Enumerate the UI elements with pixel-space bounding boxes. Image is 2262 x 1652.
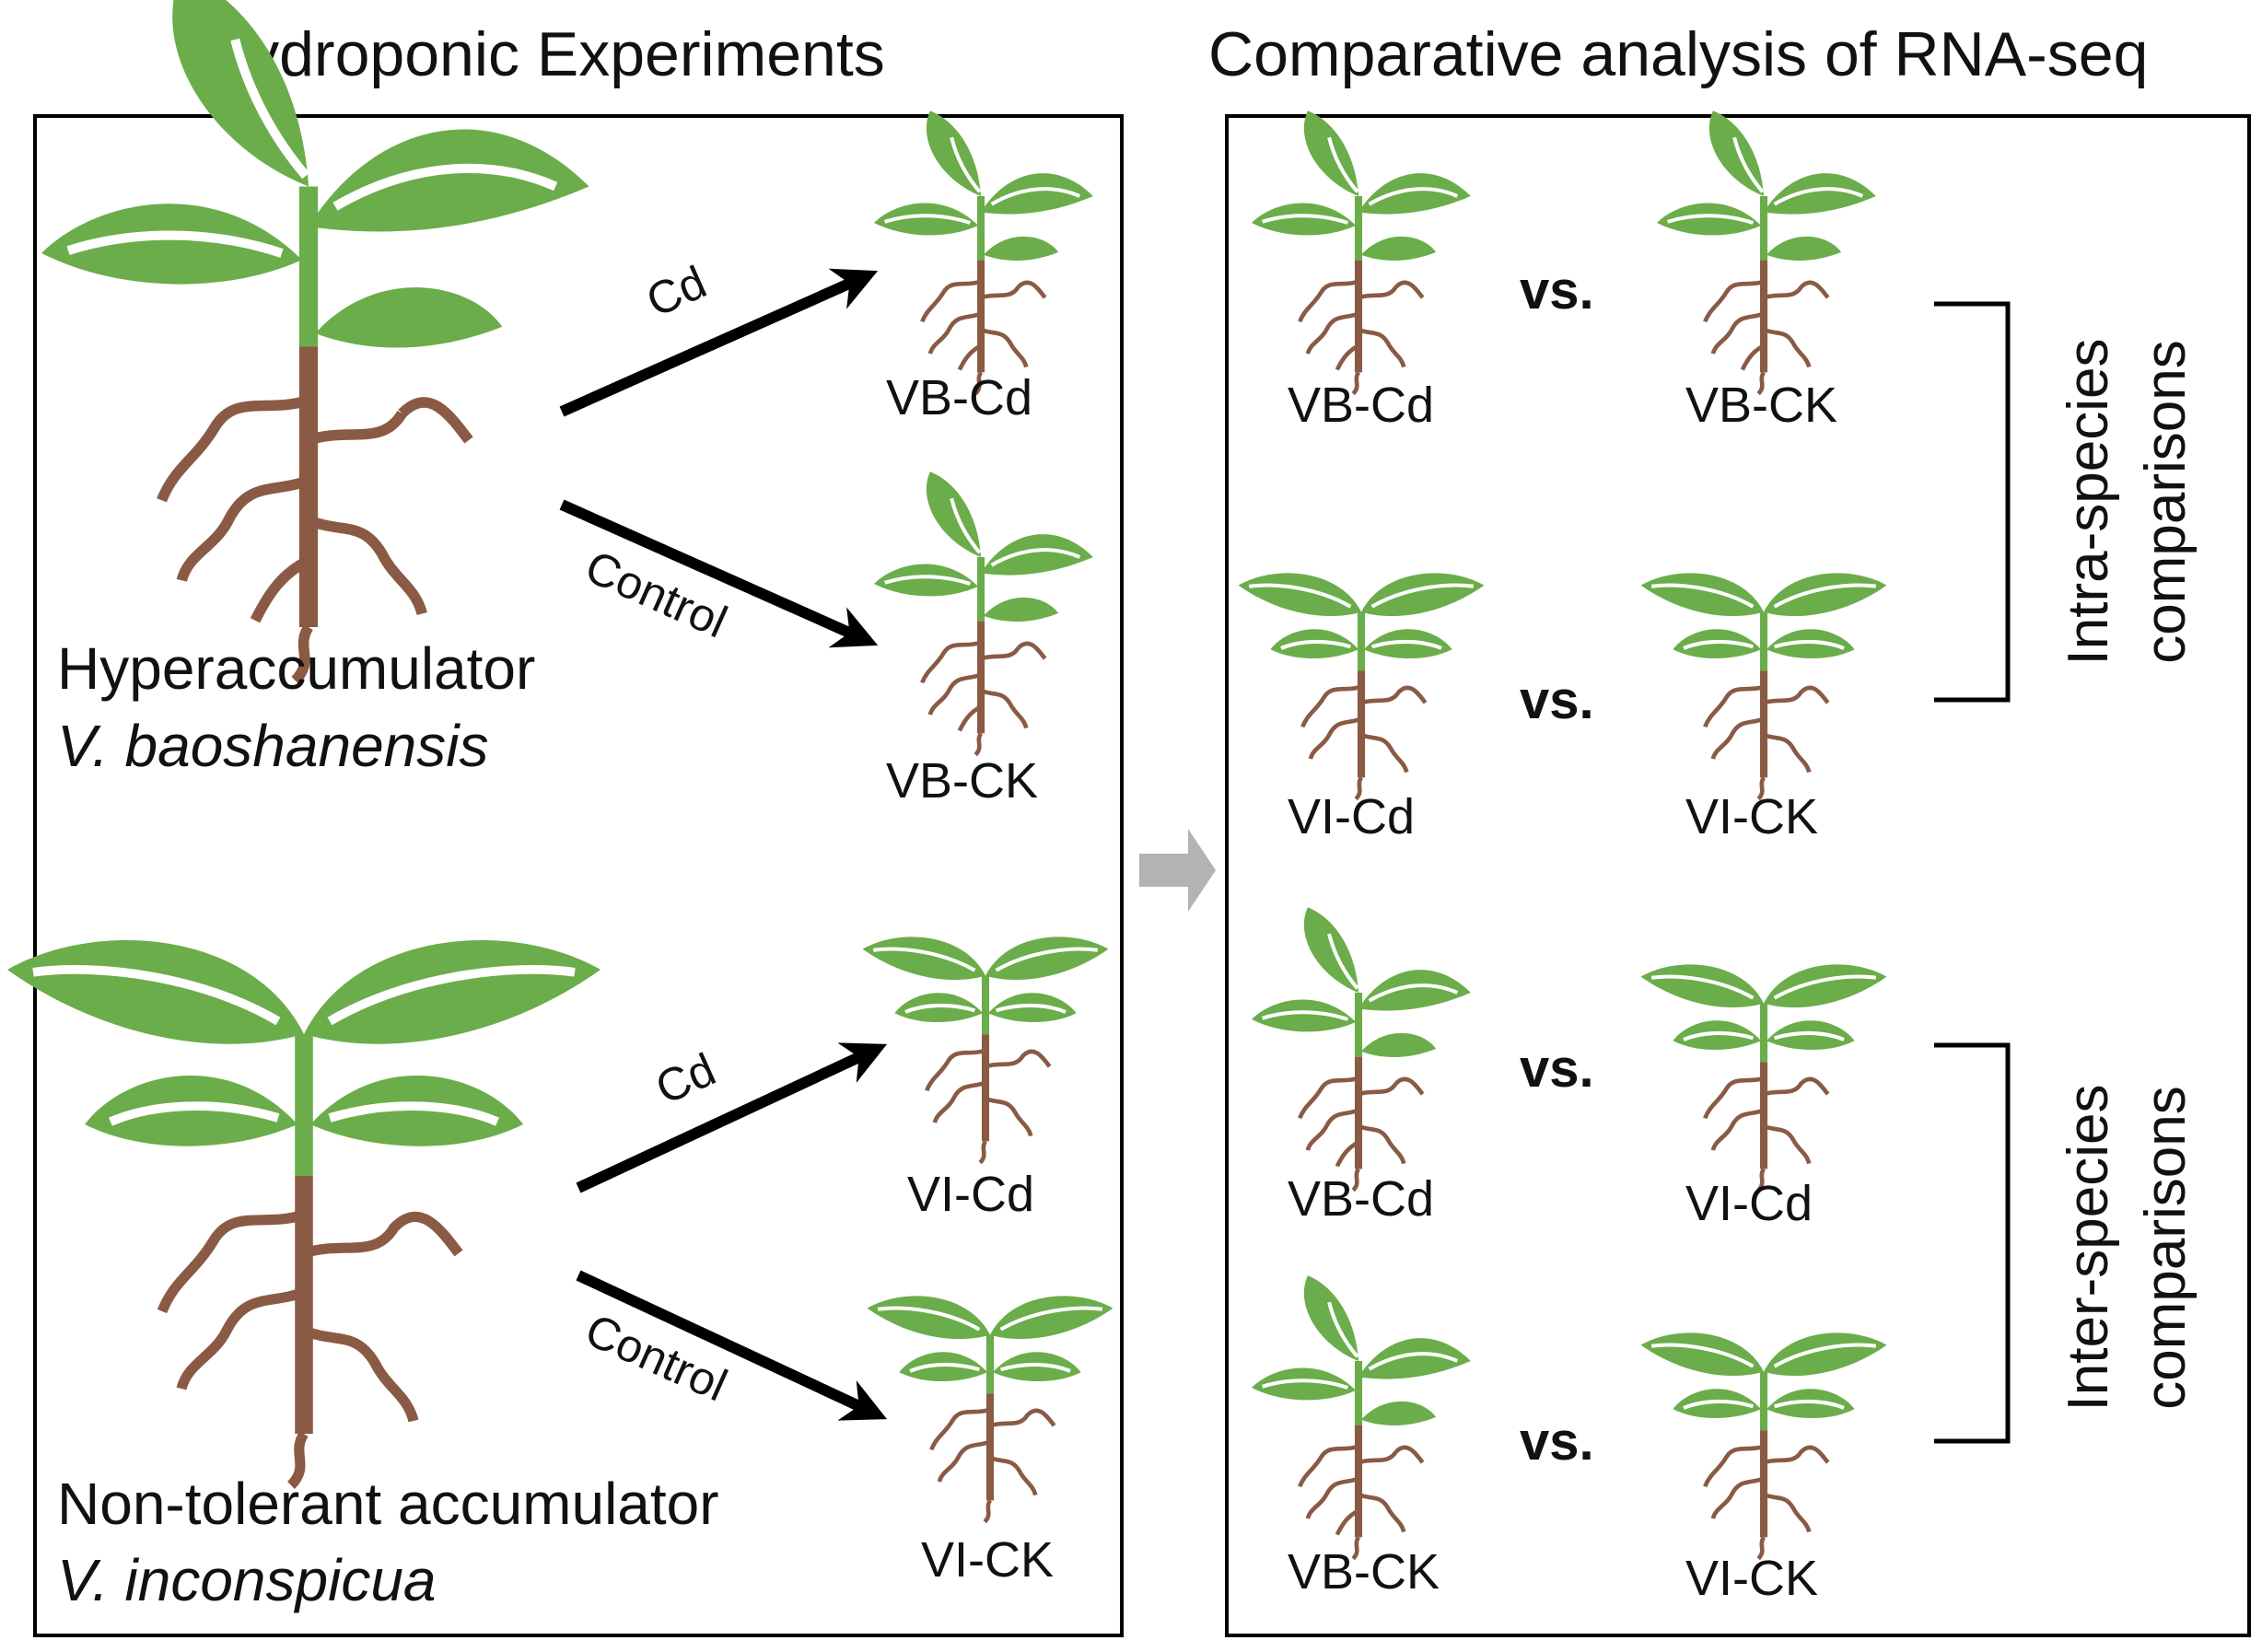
sample-vb-cd: VB-Cd	[886, 370, 1032, 425]
cmp4-left-plant	[1252, 1275, 1471, 1558]
cmp3-right-label: VI-Cd	[1685, 1176, 1813, 1231]
group-inter-line1: Inter-species	[2057, 1085, 2120, 1412]
arrow-control-2	[576, 1270, 888, 1421]
arrow-label-cd-2: Cd	[648, 1043, 723, 1114]
cmp3-left-plant	[1252, 907, 1471, 1190]
sample-vi-cd: VI-Cd	[907, 1167, 1034, 1222]
sample-vi-ck: VI-CK	[921, 1532, 1054, 1588]
sample-vb-ck: VB-CK	[886, 753, 1038, 809]
cmp2-left-plant	[1239, 573, 1485, 798]
cmp4-left-label: VB-CK	[1288, 1544, 1440, 1600]
cmp3-vs: vs.	[1520, 1039, 1594, 1099]
cmp2-left-label: VI-Cd	[1288, 789, 1415, 844]
cmp3-left-label: VB-Cd	[1288, 1171, 1434, 1227]
cmp4-vs: vs.	[1520, 1412, 1594, 1472]
cmp4-right-plant	[1641, 1332, 1887, 1558]
bracket-inter	[1934, 1042, 2011, 1444]
cmp1-right-plant	[1657, 111, 1876, 393]
arrow-cd-2	[576, 1042, 888, 1193]
cmp1-left-plant	[1252, 111, 1471, 393]
group-intra-line1: Intra-species	[2057, 339, 2120, 666]
species-name-1: V. baoshanensis	[57, 713, 488, 779]
left-panel-border	[33, 114, 1124, 1637]
plant-vi-ck-small	[868, 1296, 1114, 1521]
arrow-label-cd-1: Cd	[639, 256, 714, 327]
arrow-control-1	[559, 499, 879, 648]
cmp3-right-plant	[1641, 964, 1887, 1190]
right-panel-title: Comparative analysis of RNA-seq	[1208, 19, 2148, 89]
cmp1-right-label: VB-CK	[1685, 378, 1837, 433]
species-type-2: Non-tolerant accumulator	[57, 1471, 719, 1537]
right-panel-border	[1225, 114, 2251, 1637]
cmp1-vs: vs.	[1520, 261, 1594, 320]
arrow-cd-1	[559, 268, 879, 417]
plant-vb-ck-small	[874, 471, 1093, 754]
arrow-label-control-1: Control	[578, 541, 735, 648]
cmp2-right-label: VI-CK	[1685, 789, 1818, 844]
species-type-1: Hyperaccumulator	[57, 635, 535, 702]
cmp2-vs: vs.	[1520, 670, 1594, 730]
cmp4-right-label: VI-CK	[1685, 1551, 1818, 1606]
plant-vi-cd-small	[863, 937, 1109, 1162]
flow-arrow	[1139, 829, 1216, 912]
species-name-2: V. inconspicua	[57, 1547, 437, 1613]
cmp1-left-label: VB-Cd	[1288, 378, 1434, 433]
bracket-intra	[1934, 301, 2011, 703]
arrow-label-control-2: Control	[578, 1304, 735, 1412]
group-inter-line2: comparisons	[2134, 1086, 2198, 1409]
plant-vi-large	[7, 940, 600, 1485]
group-intra-line2: comparisons	[2134, 340, 2198, 663]
plant-vb-cd-small	[874, 111, 1093, 393]
plant-vb-large	[41, 0, 589, 681]
left-panel-title: Hydroponic Experiments	[203, 19, 885, 89]
cmp2-right-plant	[1641, 573, 1887, 798]
